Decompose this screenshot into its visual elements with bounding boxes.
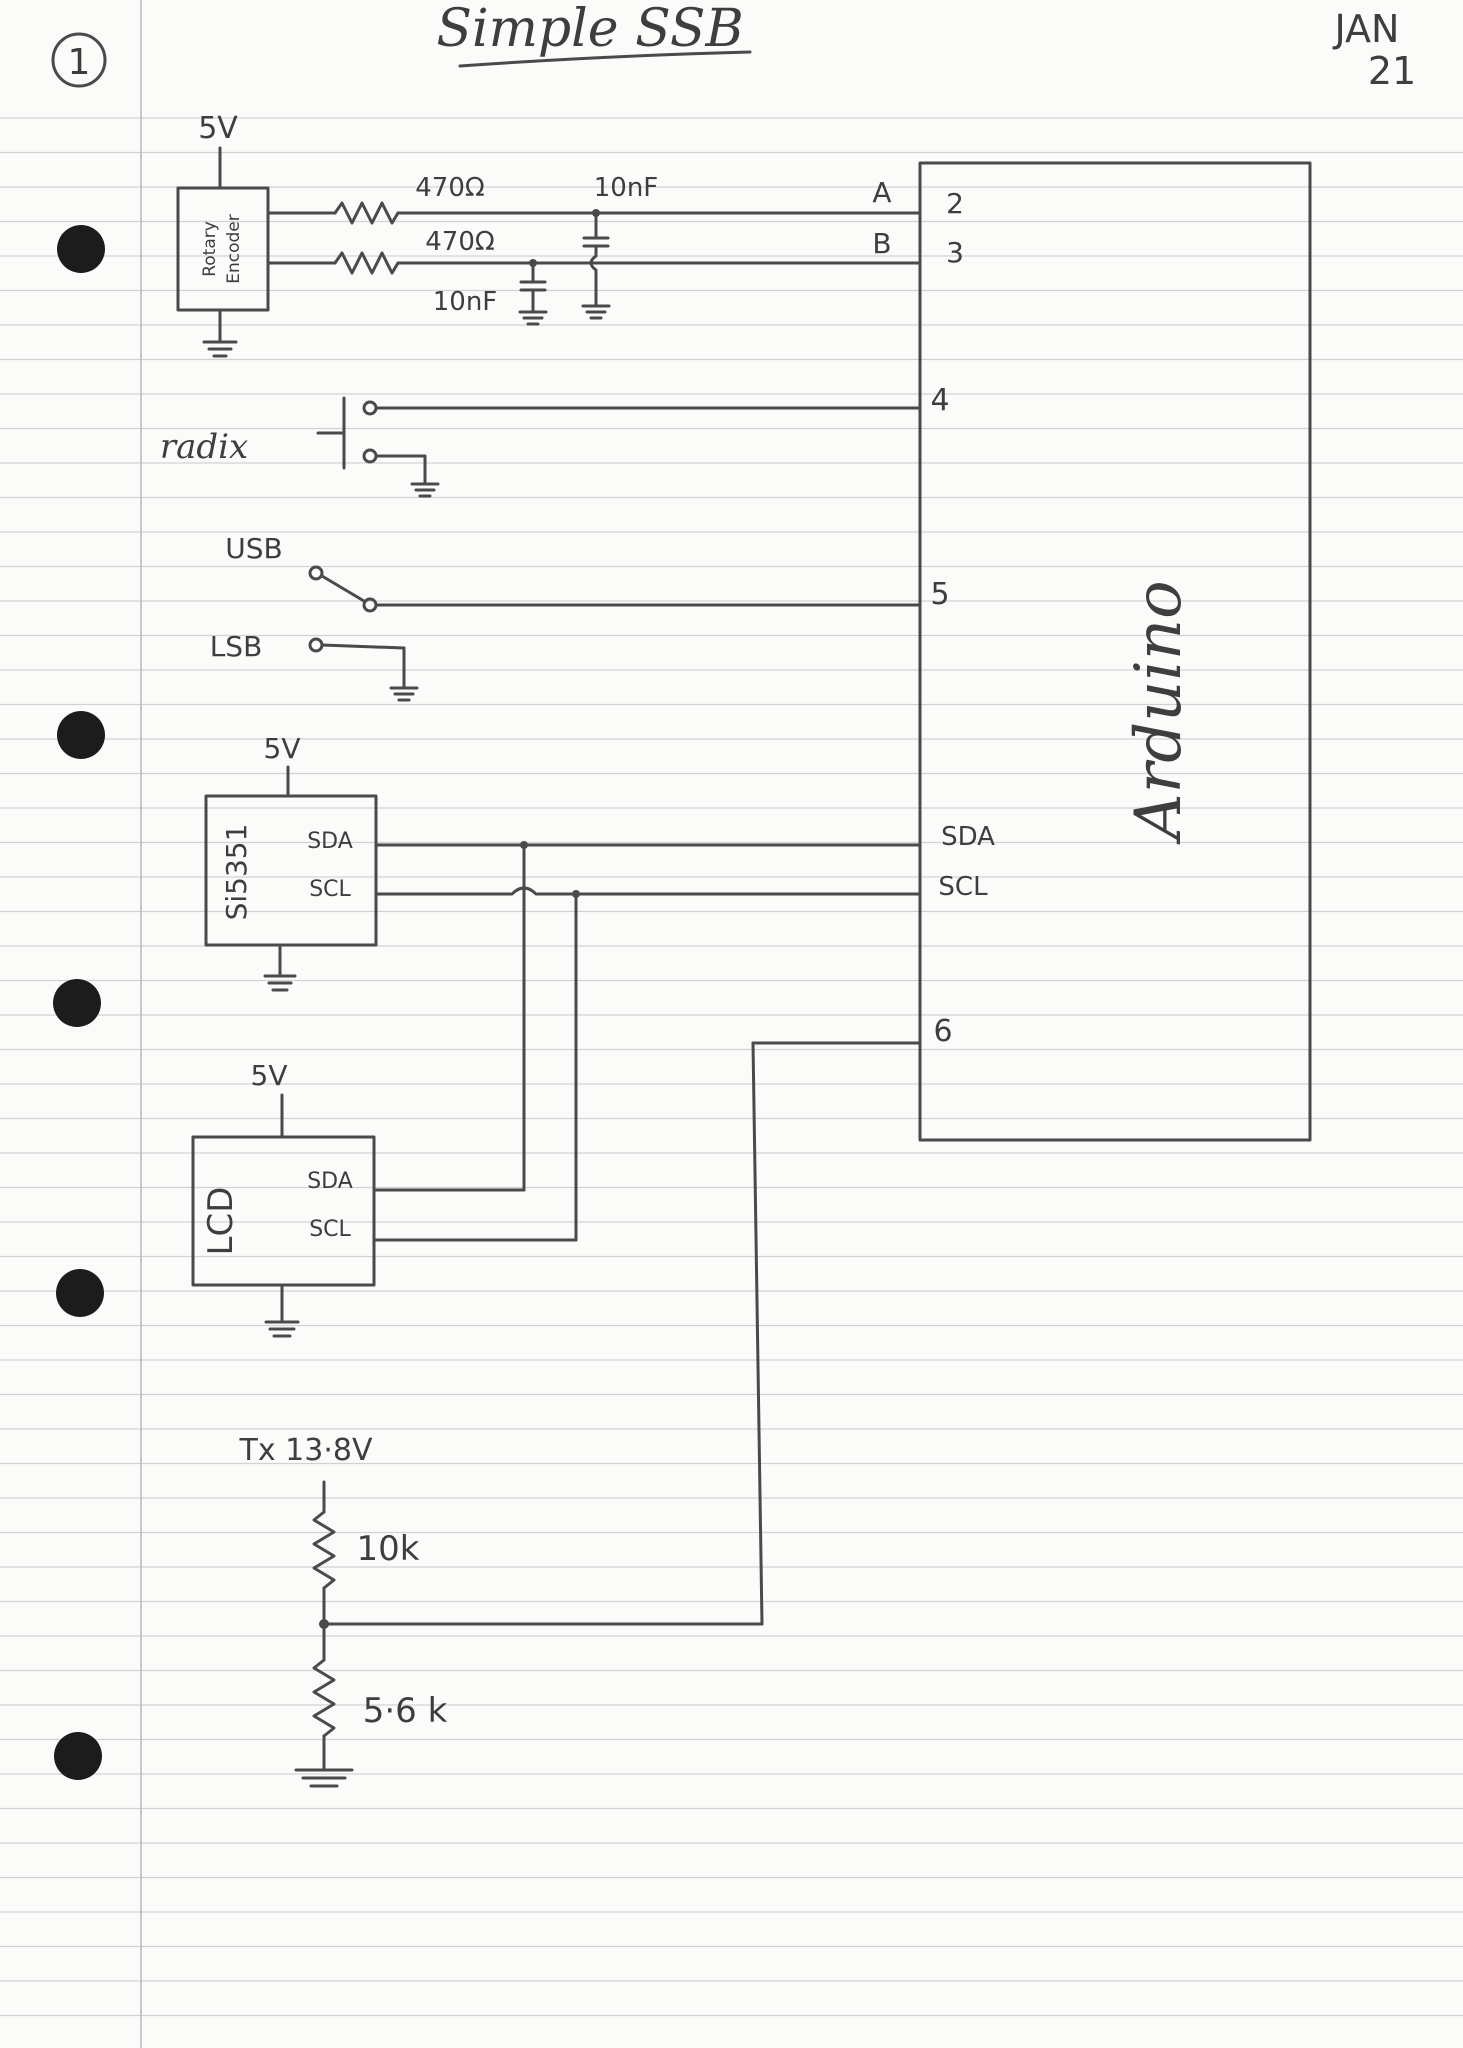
line-a-label: A	[872, 176, 891, 209]
encoder-supply-label: 5V	[198, 111, 238, 146]
sideband-switch-section: USB LSB	[210, 532, 922, 702]
rotary-encoder-box	[176, 186, 270, 312]
resistor-470-b	[333, 251, 400, 275]
lcd-name: LCD	[201, 1187, 241, 1256]
resistor-b-value: 470Ω	[425, 227, 495, 257]
resistor-470-a	[333, 201, 400, 225]
pin-3-label: 3	[946, 236, 964, 269]
binder-hole	[57, 711, 105, 759]
ground-symbol	[202, 340, 238, 358]
tx-supply-label: Tx 13·8V	[239, 1433, 373, 1468]
encoder-label-encoder: Encoder	[224, 214, 244, 284]
scl-line	[374, 886, 922, 896]
page-title: Simple SSB	[436, 0, 743, 59]
pin-5-label: 5	[930, 577, 949, 612]
arduino-name: Arduino	[1122, 580, 1196, 844]
lcd-sda-label: SDA	[307, 1169, 353, 1194]
si5351-box	[204, 794, 378, 947]
binder-hole	[54, 1732, 102, 1780]
binder-hole	[57, 225, 105, 273]
lsb-label: LSB	[210, 630, 263, 663]
resistor-bottom-value: 5·6 k	[363, 1691, 448, 1731]
lcd-supply-label: 5V	[251, 1059, 288, 1092]
si5351-sda-label: SDA	[307, 829, 353, 854]
line-b-label: B	[872, 227, 891, 260]
toggle-switch	[320, 574, 366, 603]
resistor-5k6	[312, 1658, 336, 1738]
pin-4-label: 4	[930, 383, 949, 418]
arduino-box	[918, 161, 1312, 1142]
pin-2-label: 2	[946, 187, 964, 220]
i2c-bus	[372, 841, 922, 1242]
tx-divider-section: Tx 13·8V 10k 5·6 k	[239, 1041, 922, 1788]
encoder-label-rotary: Rotary	[200, 221, 220, 277]
si5351-name: Si5351	[220, 824, 253, 921]
resistor-10k	[312, 1510, 336, 1590]
radix-button-section: radix	[160, 396, 922, 498]
cap-b-value: 10nF	[433, 287, 498, 317]
title-underline	[458, 50, 752, 68]
page-number: 1	[68, 42, 91, 83]
usb-label: USB	[225, 532, 282, 565]
date-year: 21	[1368, 49, 1416, 93]
cap-a-value: 10nF	[594, 173, 659, 203]
pin-6-label: 6	[933, 1014, 952, 1049]
arduino-scl-label: SCL	[938, 872, 988, 902]
binder-hole	[53, 979, 101, 1027]
arduino-section: Arduino 2 3 4 5 SDA SCL 6	[918, 161, 1312, 1142]
page-number-circle	[51, 32, 107, 88]
lcd-scl-label: SCL	[309, 1217, 351, 1242]
si5351-supply-label: 5V	[264, 732, 301, 765]
lcd-section: 5V LCD SDA SCL	[191, 1059, 376, 1338]
si5351-scl-label: SCL	[309, 877, 351, 902]
binder-holes	[53, 225, 105, 1780]
si5351-section: 5V Si5351 SDA SCL	[204, 732, 378, 992]
rotary-encoder-section: 5V Rotary Encoder 470Ω 470Ω 10nF	[176, 111, 922, 358]
resistor-a-value: 470Ω	[415, 173, 485, 203]
resistor-top-value: 10k	[357, 1529, 420, 1569]
arduino-sda-label: SDA	[941, 822, 995, 852]
ruled-lines	[0, 117, 1463, 2017]
binder-hole	[56, 1269, 104, 1317]
radix-label: radix	[160, 427, 248, 467]
date-month: JAN	[1333, 7, 1400, 51]
